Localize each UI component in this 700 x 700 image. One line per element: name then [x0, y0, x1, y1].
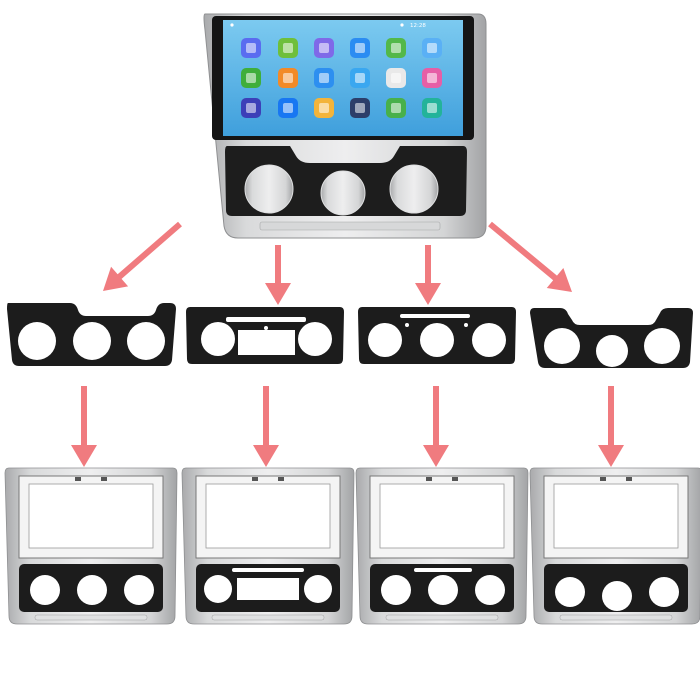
video-app-icon-glyph: [246, 43, 256, 53]
variant-2-rectangular-vent-panel: [181, 467, 355, 625]
climate-knob-center[interactable]: [320, 170, 366, 216]
climate-knob-left[interactable]: [244, 164, 294, 214]
arrow-7: [423, 386, 449, 467]
frame-inner-bracket: [379, 483, 505, 549]
panel-2-dot: [264, 326, 268, 330]
frame-slot: [414, 568, 472, 572]
frame-clip-right: [278, 477, 284, 481]
frame-switch-strip: [211, 614, 325, 621]
frame-hole-left: [381, 575, 411, 605]
panel-3-hole-left: [368, 323, 402, 357]
folder-icon-glyph: [319, 103, 329, 113]
arrow-1: [103, 221, 182, 291]
frame-hole-center: [602, 581, 632, 611]
status-home-icon: [230, 23, 234, 27]
navigation-icon-glyph: [319, 43, 329, 53]
arrow-5: [71, 386, 97, 467]
frame-hole-left: [555, 577, 585, 607]
frame-clip-right: [101, 477, 107, 481]
frame-hole-left: [204, 575, 232, 603]
frame-clip-right: [452, 477, 458, 481]
frame-clip-left: [426, 477, 432, 481]
variant-1-three-knob-panel: [4, 467, 178, 625]
app-grid: [241, 38, 442, 118]
frame-hole-right: [124, 575, 154, 605]
frame-center-window: [237, 578, 299, 600]
frame-hole-right: [475, 575, 505, 605]
frame-slot: [232, 568, 304, 572]
settings-gear-icon-glyph: [355, 73, 365, 83]
maps-icon-glyph: [391, 103, 401, 113]
panel-3-hole-right: [472, 323, 506, 357]
car-icon-glyph: [391, 43, 401, 53]
facebook-icon-glyph: [283, 103, 293, 113]
panel-2-hole-left: [201, 322, 235, 356]
frame-hole-right: [649, 577, 679, 607]
panel-2-slot: [226, 317, 306, 322]
phone-icon-glyph: [319, 73, 329, 83]
frame-inner-bracket: [553, 483, 679, 549]
panel-3-hole-center: [420, 323, 454, 357]
color-wheel-icon-glyph: [427, 73, 437, 83]
arrow-2: [265, 245, 291, 305]
store-bag-icon-glyph: [355, 43, 365, 53]
frame-switch-strip: [559, 614, 673, 621]
chrome-icon-glyph: [391, 73, 401, 83]
panel-3-dot-left: [405, 323, 409, 327]
status-wifi-icon: [400, 23, 404, 27]
panel-3-slot: [400, 314, 470, 318]
frame-switch-strip: [34, 614, 148, 621]
arrows: [71, 221, 624, 467]
panel-1-hole-left: [18, 322, 56, 360]
climate-knob-right[interactable]: [389, 164, 439, 214]
frame-switch-strip: [385, 614, 499, 621]
frame-clip-left: [75, 477, 81, 481]
panel-4-hole-right: [644, 328, 680, 364]
frames: [4, 467, 700, 625]
compass-icon-glyph: [283, 73, 293, 83]
cloud-icon-glyph: [427, 43, 437, 53]
variant-4-raised-center-panel: [529, 467, 700, 625]
arrow-8: [598, 386, 624, 467]
variant-3-round-knob-panel: [355, 467, 529, 625]
media-player-icon-glyph: [246, 103, 256, 113]
switch-strip: [259, 221, 441, 231]
panel-variant-4: [530, 308, 693, 368]
frame-clip-left: [252, 477, 258, 481]
panel-4-hole-center: [596, 335, 628, 367]
panel-1-hole-center: [73, 322, 111, 360]
arrow-6: [253, 386, 279, 467]
panel-1-hole-right: [127, 322, 165, 360]
panel-2-center-window: [238, 330, 295, 355]
panel-3-dot-right: [464, 323, 468, 327]
frame-hole-right: [304, 575, 332, 603]
frame-inner-bracket: [205, 483, 331, 549]
green-circle-icon-glyph: [246, 73, 256, 83]
panel-2-hole-right: [298, 322, 332, 356]
frame-hole-center: [428, 575, 458, 605]
frame-hole-center: [77, 575, 107, 605]
panel-variant-1: [7, 303, 176, 366]
arrow-4: [488, 221, 572, 292]
status-time: 12:28: [410, 23, 426, 29]
arrow-3: [415, 245, 441, 305]
frame-inner-bracket: [28, 483, 154, 549]
frame-hole-left: [30, 575, 60, 605]
radio-head-unit: 12:28: [203, 13, 487, 239]
frame-clip-right: [626, 477, 632, 481]
android-icon-glyph: [283, 43, 293, 53]
panel-4-hole-left: [544, 328, 580, 364]
frame-clip-left: [600, 477, 606, 481]
music-icon-glyph: [427, 103, 437, 113]
panel-variant-2: [186, 307, 344, 364]
edit-icon-glyph: [355, 103, 365, 113]
panel-variant-3: [358, 307, 516, 364]
